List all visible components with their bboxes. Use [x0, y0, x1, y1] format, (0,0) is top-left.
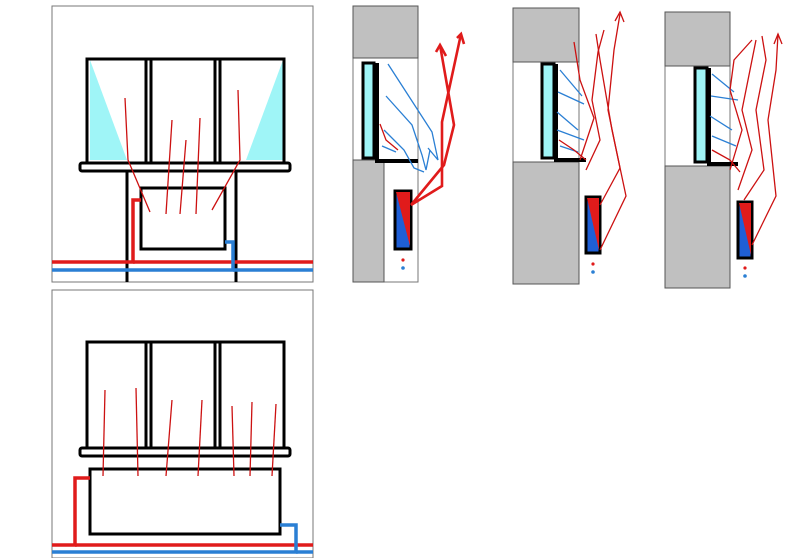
warm-air-stream: [102, 389, 106, 477]
cool-air: [556, 129, 585, 141]
cool-air-downdraft: [387, 63, 439, 161]
warm-air-stream: [231, 405, 235, 477]
radiator: [139, 186, 227, 251]
cool-air: [559, 69, 583, 97]
return-pipe-cold: [52, 240, 235, 272]
panel-section-radiator-below-sill: [664, 11, 783, 289]
return-pipe-dot: [401, 266, 405, 270]
glass-pane: [361, 61, 376, 160]
supply-pipe-dot: [401, 258, 405, 262]
window-sill: [78, 446, 292, 458]
cool-air-downdraft: [385, 95, 431, 171]
warm-air-stream: [165, 399, 173, 477]
cool-air: [710, 95, 739, 101]
glass-reflection-right: [246, 60, 283, 160]
warm-air-plume: [751, 33, 779, 246]
cool-air-downdraft: [381, 145, 397, 153]
warm-air-stream: [179, 139, 187, 215]
glass-pane: [540, 62, 556, 160]
warm-air-stream: [165, 119, 173, 215]
supply-pipe-hot: [52, 476, 90, 547]
wall-section-top: [512, 7, 580, 63]
panel-section-sill-covers-radiator: [352, 5, 466, 283]
wall-section-top: [664, 11, 731, 67]
warm-air-stream: [558, 139, 587, 161]
warm-air-plume: [737, 39, 757, 191]
warm-air-plume: [599, 13, 621, 206]
warm-air-stream: [271, 403, 277, 477]
panel-frame: [51, 289, 314, 558]
cool-air-downdraft: [383, 129, 425, 173]
radiator: [88, 467, 282, 536]
arrow-head: [434, 42, 448, 57]
supply-pipe-hot: [52, 198, 141, 264]
warm-air-stream: [195, 117, 201, 215]
window-frame-and-sill: [707, 68, 738, 166]
warm-air-stream: [711, 149, 741, 173]
cool-air: [556, 111, 579, 131]
warm-air-stream: [124, 97, 151, 213]
wall-section-bottom: [352, 159, 385, 283]
wall-section-bottom: [664, 165, 731, 289]
return-pipe-dot: [743, 274, 747, 278]
radiator-hot-half: [587, 198, 599, 250]
radiator-hot-half: [396, 192, 410, 246]
arrow-head: [614, 10, 625, 23]
warm-air-plume: [573, 41, 595, 161]
warm-air-stream: [211, 89, 241, 211]
warm-air-plume: [410, 33, 463, 207]
panel-front-view-small-radiator: [51, 5, 314, 283]
cool-air: [711, 135, 737, 147]
arrow-head: [456, 31, 466, 45]
wall-section-bottom: [512, 161, 580, 285]
warm-air-plume: [409, 44, 456, 206]
warm-air-stream: [135, 387, 139, 477]
glass-reflection-left: [90, 60, 127, 160]
wall-section-top: [352, 5, 419, 59]
return-pipe-dot: [591, 270, 595, 274]
radiator-hot-half: [739, 203, 751, 255]
return-pipe-cold: [52, 523, 298, 554]
warm-air-stream: [249, 401, 253, 477]
warm-air-plume: [743, 35, 767, 201]
panel-section-open-sill: [512, 7, 627, 285]
warm-air-plume: [585, 29, 605, 171]
window-frame-and-sill: [554, 64, 586, 162]
supply-pipe-dot: [591, 262, 595, 266]
cool-air: [709, 115, 733, 131]
warm-air-stream: [379, 123, 399, 151]
window-frame-and-sill: [375, 63, 418, 163]
warm-air-plume: [729, 39, 753, 171]
cool-air: [557, 91, 585, 105]
supply-pipe-dot: [743, 266, 747, 270]
window-sill: [78, 161, 292, 173]
panel-front-view-wide-radiator: [51, 289, 314, 558]
arrow-head: [773, 32, 783, 45]
glass-pane: [693, 66, 709, 164]
warm-air-stream: [197, 399, 203, 477]
